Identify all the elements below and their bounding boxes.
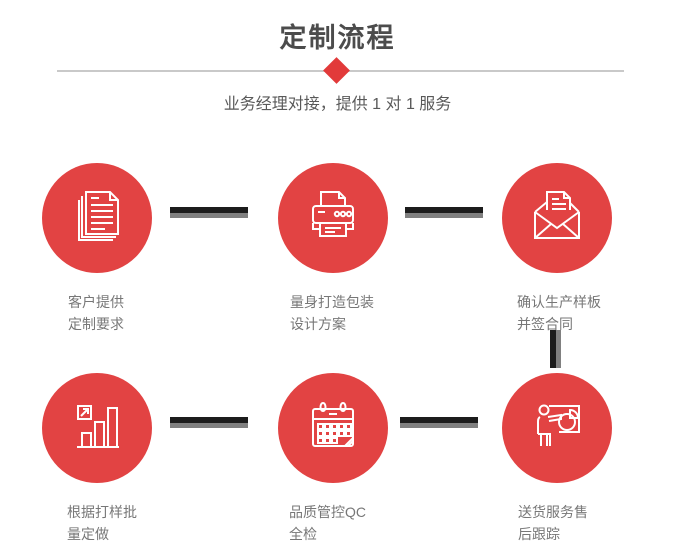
step-circle-6 [502,373,612,483]
envelope-icon [525,184,589,253]
connector-step5-step6 [400,417,478,428]
step-circle-3 [502,163,612,273]
step-circle-5 [278,373,388,483]
step-label-1-line1: 客户提供 [68,294,124,310]
page-title: 定制流程 [279,23,396,53]
step-label-5-line2: 全检 [289,526,317,542]
bar-chart-icon [65,394,129,463]
step-label-3-line1: 确认生产样板 [517,294,601,310]
step-label-4: 根据打样批 量定做 [67,501,137,545]
step-label-2-line1: 量身打造包装 [290,294,374,310]
step-circle-1 [42,163,152,273]
diamond-icon [323,57,350,84]
step-label-6-line2: 后跟踪 [518,526,560,542]
step-label-6: 送货服务售 后跟踪 [518,501,588,545]
step-label-4-line1: 根据打样批 [67,504,137,520]
step-label-1-line2: 定制要求 [68,316,124,332]
step-label-5-line1: 品质管控QC [289,504,366,520]
calendar-icon [301,394,365,463]
connector-step1-step2 [170,207,248,218]
step-label-6-line1: 送货服务售 [518,504,588,520]
connector-step4-step5 [170,417,248,428]
page-subtitle: 业务经理对接，提供 1 对 1 服务 [223,96,452,113]
step-label-2-line2: 设计方案 [290,316,346,332]
step-label-4-line2: 量定做 [67,526,109,542]
step-label-3: 确认生产样板 并签合同 [517,291,601,335]
connector-step3-step6 [550,330,561,368]
connector-step2-step3 [405,207,483,218]
printer-icon [301,184,365,253]
step-label-5: 品质管控QC 全检 [289,501,366,545]
step-circle-2 [278,163,388,273]
step-label-3-line2: 并签合同 [517,316,573,332]
step-circle-4 [42,373,152,483]
presentation-icon [525,394,589,463]
documents-icon [65,184,129,253]
step-label-1: 客户提供 定制要求 [68,291,124,335]
step-label-2: 量身打造包装 设计方案 [290,291,374,335]
